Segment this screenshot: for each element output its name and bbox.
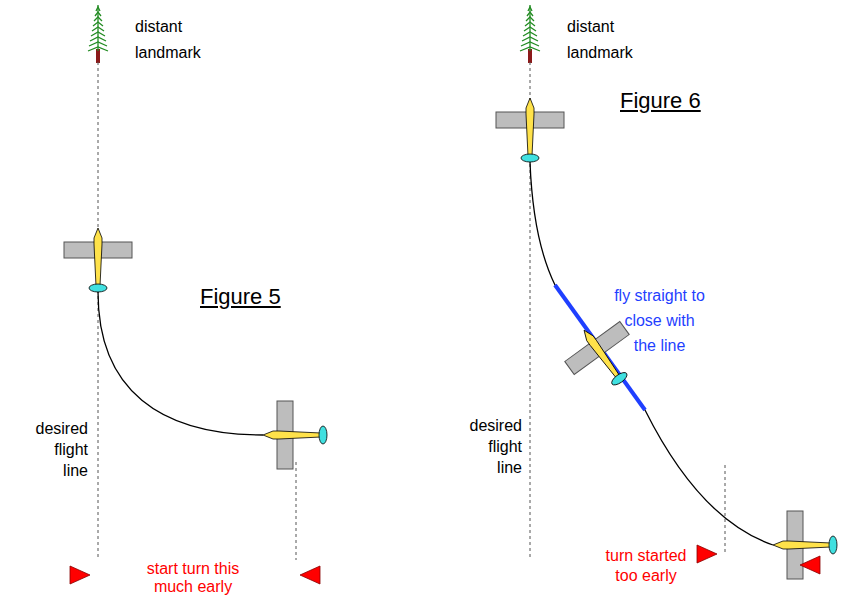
marker-triangle <box>800 556 820 574</box>
airplane <box>496 98 564 162</box>
flight-path <box>530 162 773 545</box>
airplane <box>263 401 327 469</box>
tree-landmark <box>520 5 540 63</box>
figure-title: Figure 5 <box>200 284 310 310</box>
offset-note: turn started too early <box>600 546 692 586</box>
figure-title: Figure 6 <box>620 88 730 114</box>
offset-note: start turn this much early <box>138 560 248 596</box>
landmark-label: distant landmark <box>567 14 647 66</box>
marker-triangle <box>300 566 320 584</box>
airplane <box>773 511 837 579</box>
flight-path <box>98 292 263 435</box>
offset-line <box>296 462 297 560</box>
offset-line <box>725 465 726 555</box>
marker-triangle <box>70 566 90 584</box>
flight-line-label: desired flight line <box>462 415 522 478</box>
marker-triangle <box>697 545 717 563</box>
tree-landmark <box>88 5 108 63</box>
landmark-label: distant landmark <box>135 14 215 66</box>
instruction-note: fly straight to close with the line <box>612 283 707 358</box>
flight-line-label: desired flight line <box>28 418 88 481</box>
airplane <box>64 228 132 292</box>
